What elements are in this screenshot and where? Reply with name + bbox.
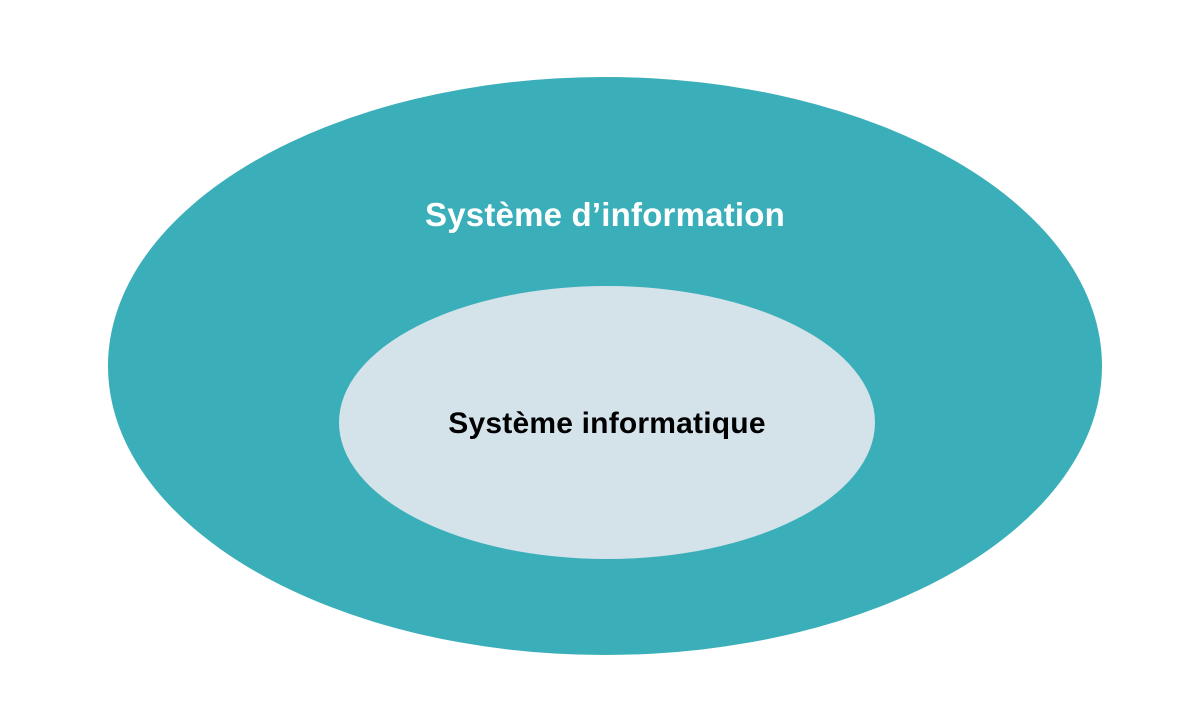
- inner-ellipse-label: Système informatique: [448, 407, 766, 440]
- outer-ellipse-systeme-information: Système d’information Système informatiq…: [108, 77, 1102, 655]
- inner-ellipse-systeme-informatique: Système informatique: [339, 286, 875, 559]
- outer-ellipse-label: Système d’information: [425, 196, 785, 233]
